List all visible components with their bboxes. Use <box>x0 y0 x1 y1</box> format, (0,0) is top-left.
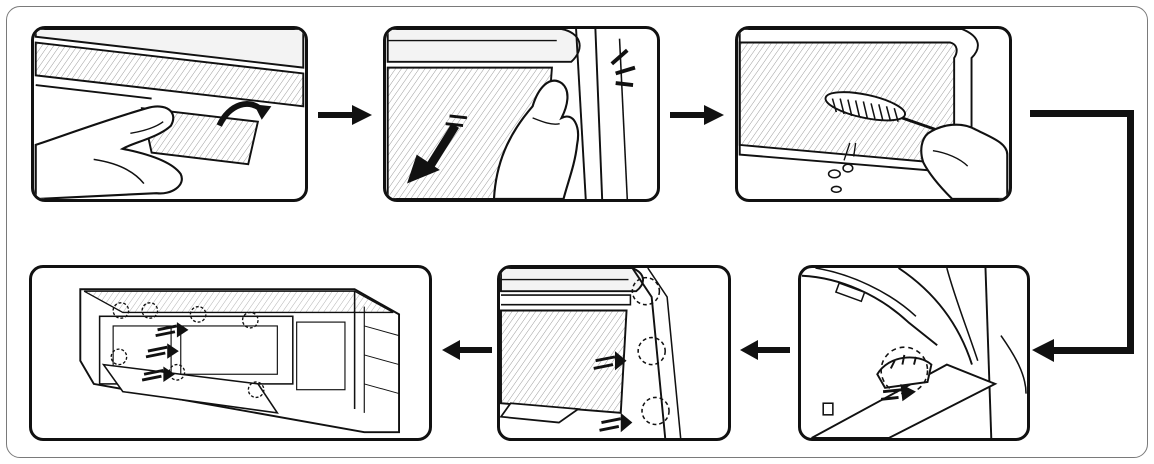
arrow-step-2-to-3 <box>670 105 724 125</box>
step-5-illustration <box>500 268 728 438</box>
arrow-step-3-to-4 <box>1030 110 1140 370</box>
arrow-step-5-to-6 <box>442 340 492 360</box>
step-1-panel <box>31 26 308 202</box>
step-3-panel <box>735 26 1012 202</box>
step-2-illustration <box>386 29 657 199</box>
arrow-step-4-to-5 <box>740 340 790 360</box>
arrow-step-1-to-2 <box>318 105 372 125</box>
step-6-panel <box>29 265 432 441</box>
step-3-illustration <box>738 29 1009 199</box>
step-5-panel <box>497 265 731 441</box>
step-1-illustration <box>34 29 305 199</box>
step-4-illustration <box>801 268 1027 438</box>
step-4-panel <box>798 265 1030 441</box>
step-6-illustration <box>32 268 429 438</box>
step-2-panel <box>383 26 660 202</box>
